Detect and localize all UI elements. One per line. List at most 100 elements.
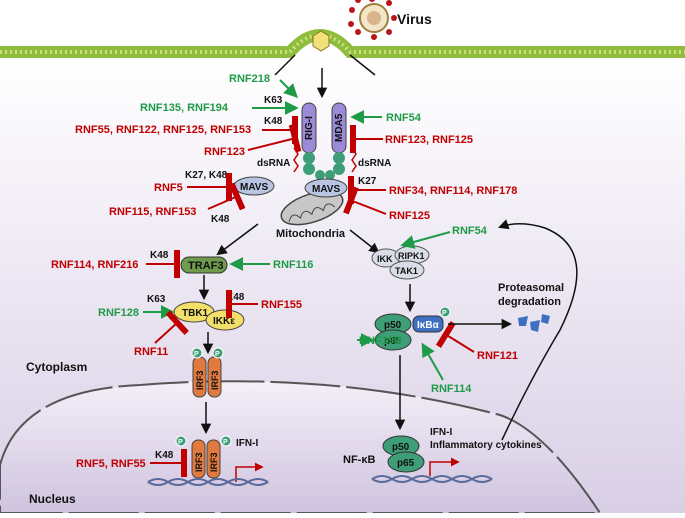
traf3 (180, 256, 228, 274)
virus-icon (348, 0, 397, 40)
p50-nuc-label: p50 (392, 442, 410, 453)
rnf123-left-inhibition (247, 123, 302, 153)
ikk-label: IKK (377, 254, 393, 264)
k48-rig-label: K48 (264, 116, 283, 127)
mitochondria-icon (280, 190, 344, 226)
rnf218-arrow (279, 79, 298, 98)
phospho-icon (191, 347, 203, 359)
k48-mavs-label: K48 (211, 214, 230, 225)
nfkb-label: NF-κB (343, 454, 375, 466)
rnf128-label: RNF128 (98, 307, 139, 319)
k63-tbk1-label: K63 (147, 294, 166, 305)
rnf34-114-178-label: RNF34, RNF114, RNF178 (389, 185, 517, 197)
p65-cyto-label: p65 (384, 336, 402, 347)
phospho-icon (212, 347, 224, 359)
k27-k48-label: K27, K48 (185, 170, 228, 181)
irf3-nuc-a-label: IRF3 (194, 452, 204, 472)
virus-label: Virus (397, 11, 432, 27)
k48-tbk1-label: K48 (226, 292, 245, 303)
phospho-label: P (223, 439, 228, 446)
rnf5-label: RNF5 (154, 182, 183, 194)
irf3-nuc-b-label: IRF3 (209, 452, 219, 472)
rnf121-label: RNF121 (477, 350, 518, 362)
ikke-label: IKKε (213, 316, 235, 327)
rnf11-label: RNF11 (134, 346, 168, 358)
rnf123-left-label: RNF123 (204, 146, 245, 158)
ifn-left-label: IFN-I (236, 438, 258, 449)
dna-left-icon (147, 478, 269, 486)
dsrna-right-label: dsRNA (358, 158, 391, 169)
dsrna-left-label: dsRNA (257, 158, 290, 169)
rnf54-mda5-label: RNF54 (386, 112, 422, 124)
tak1-label: TAK1 (395, 266, 418, 276)
degraded-fragments-icon (518, 314, 550, 332)
phospho-label: P (178, 439, 183, 446)
virus-entry-line (274, 54, 296, 76)
cytoplasm-label: Cytoplasm (26, 360, 87, 374)
rnf115-153-label: RNF115, RNF153 (109, 206, 196, 218)
phospho-icon (175, 435, 187, 447)
mda5-label: MDA5 (334, 113, 345, 142)
rnf123-125-label: RNF123, RNF125 (385, 134, 473, 146)
transcription-arrow-right (429, 457, 460, 476)
ripk1-label: RIPK1 (398, 251, 425, 261)
rnf115-153-inhibition (207, 182, 246, 211)
plasma-membrane (0, 29, 685, 58)
rnf125-mavs-inhibition (343, 186, 387, 215)
rnf116-label: RNF116 (273, 259, 313, 271)
rnf55-122-125-153-label: RNF55, RNF122, RNF125, RNF153 (75, 124, 251, 136)
rnf11-inhibition (154, 310, 189, 344)
irf3-cyto-a-label: IRF3 (195, 370, 205, 390)
mavs-mito-label: MAVS (312, 184, 340, 195)
p50-cyto-label: p50 (384, 320, 402, 331)
ikke (205, 309, 245, 331)
rnf135-194-label: RNF135, RNF194 (140, 102, 229, 114)
tbk1-label: TBK1 (182, 308, 209, 319)
ifn-right-line2: Inflammatory cytokines (430, 440, 542, 451)
mitochondria-label: Mitochondria (276, 228, 346, 240)
rig-i-label: RIG-I (304, 116, 315, 140)
nucleus-label: Nucleus (29, 492, 76, 506)
rnf5-55-label: RNF5, RNF55 (76, 458, 146, 470)
rnf54-ikk-arrow (400, 231, 451, 249)
feedback-loop-arrow (498, 219, 578, 441)
virus-entry-line (349, 54, 376, 76)
irf3-cyto-b-label: IRF3 (210, 370, 220, 390)
rnf114-p65-label: RNF114 (431, 383, 472, 395)
k27-label: K27 (358, 176, 377, 187)
rnf125-mavs-label: RNF125 (389, 210, 430, 222)
p65-nuc (387, 451, 425, 473)
k63-rig-label: K63 (264, 95, 283, 106)
dna-right-icon (371, 475, 493, 483)
rnf121-inhibition (435, 321, 475, 353)
phospho-label: P (215, 351, 220, 358)
proteasomal-line1: Proteasomal (498, 282, 564, 294)
p65-cyto (374, 329, 412, 351)
mavs-to-traf3-arrow (216, 223, 259, 256)
transcription-arrow-left (235, 462, 264, 482)
ifn-right-line1: IFN-I (430, 427, 452, 438)
k48-irf3-label: K48 (155, 450, 174, 461)
rnf114-216-label: RNF114, RNF216 (51, 259, 138, 271)
card-domains (303, 152, 345, 180)
proteasomal-line2: degradation (498, 296, 561, 308)
mavs-left-label: MAVS (240, 182, 268, 193)
ikba-label: IκBα (417, 320, 440, 331)
rnf218-label: RNF218 (229, 73, 270, 85)
rnf155-label: RNF155 (261, 299, 302, 311)
virion-in-membrane (312, 30, 330, 52)
tak1 (389, 260, 425, 280)
mitochondria-cristae (288, 203, 336, 222)
p65-nuc-label: p65 (397, 458, 415, 469)
phospho-label: P (442, 310, 447, 317)
mavs-to-ikk-arrow (349, 229, 380, 254)
irf3-nuc-b (206, 439, 221, 479)
rnf54-ikk-label: RNF54 (452, 225, 488, 237)
traf3-label: TRAF3 (188, 260, 223, 272)
phospho-icon (220, 435, 232, 447)
phospho-icon (439, 306, 451, 318)
rnf114-p65-arrow (421, 342, 444, 381)
phospho-label: P (194, 351, 199, 358)
